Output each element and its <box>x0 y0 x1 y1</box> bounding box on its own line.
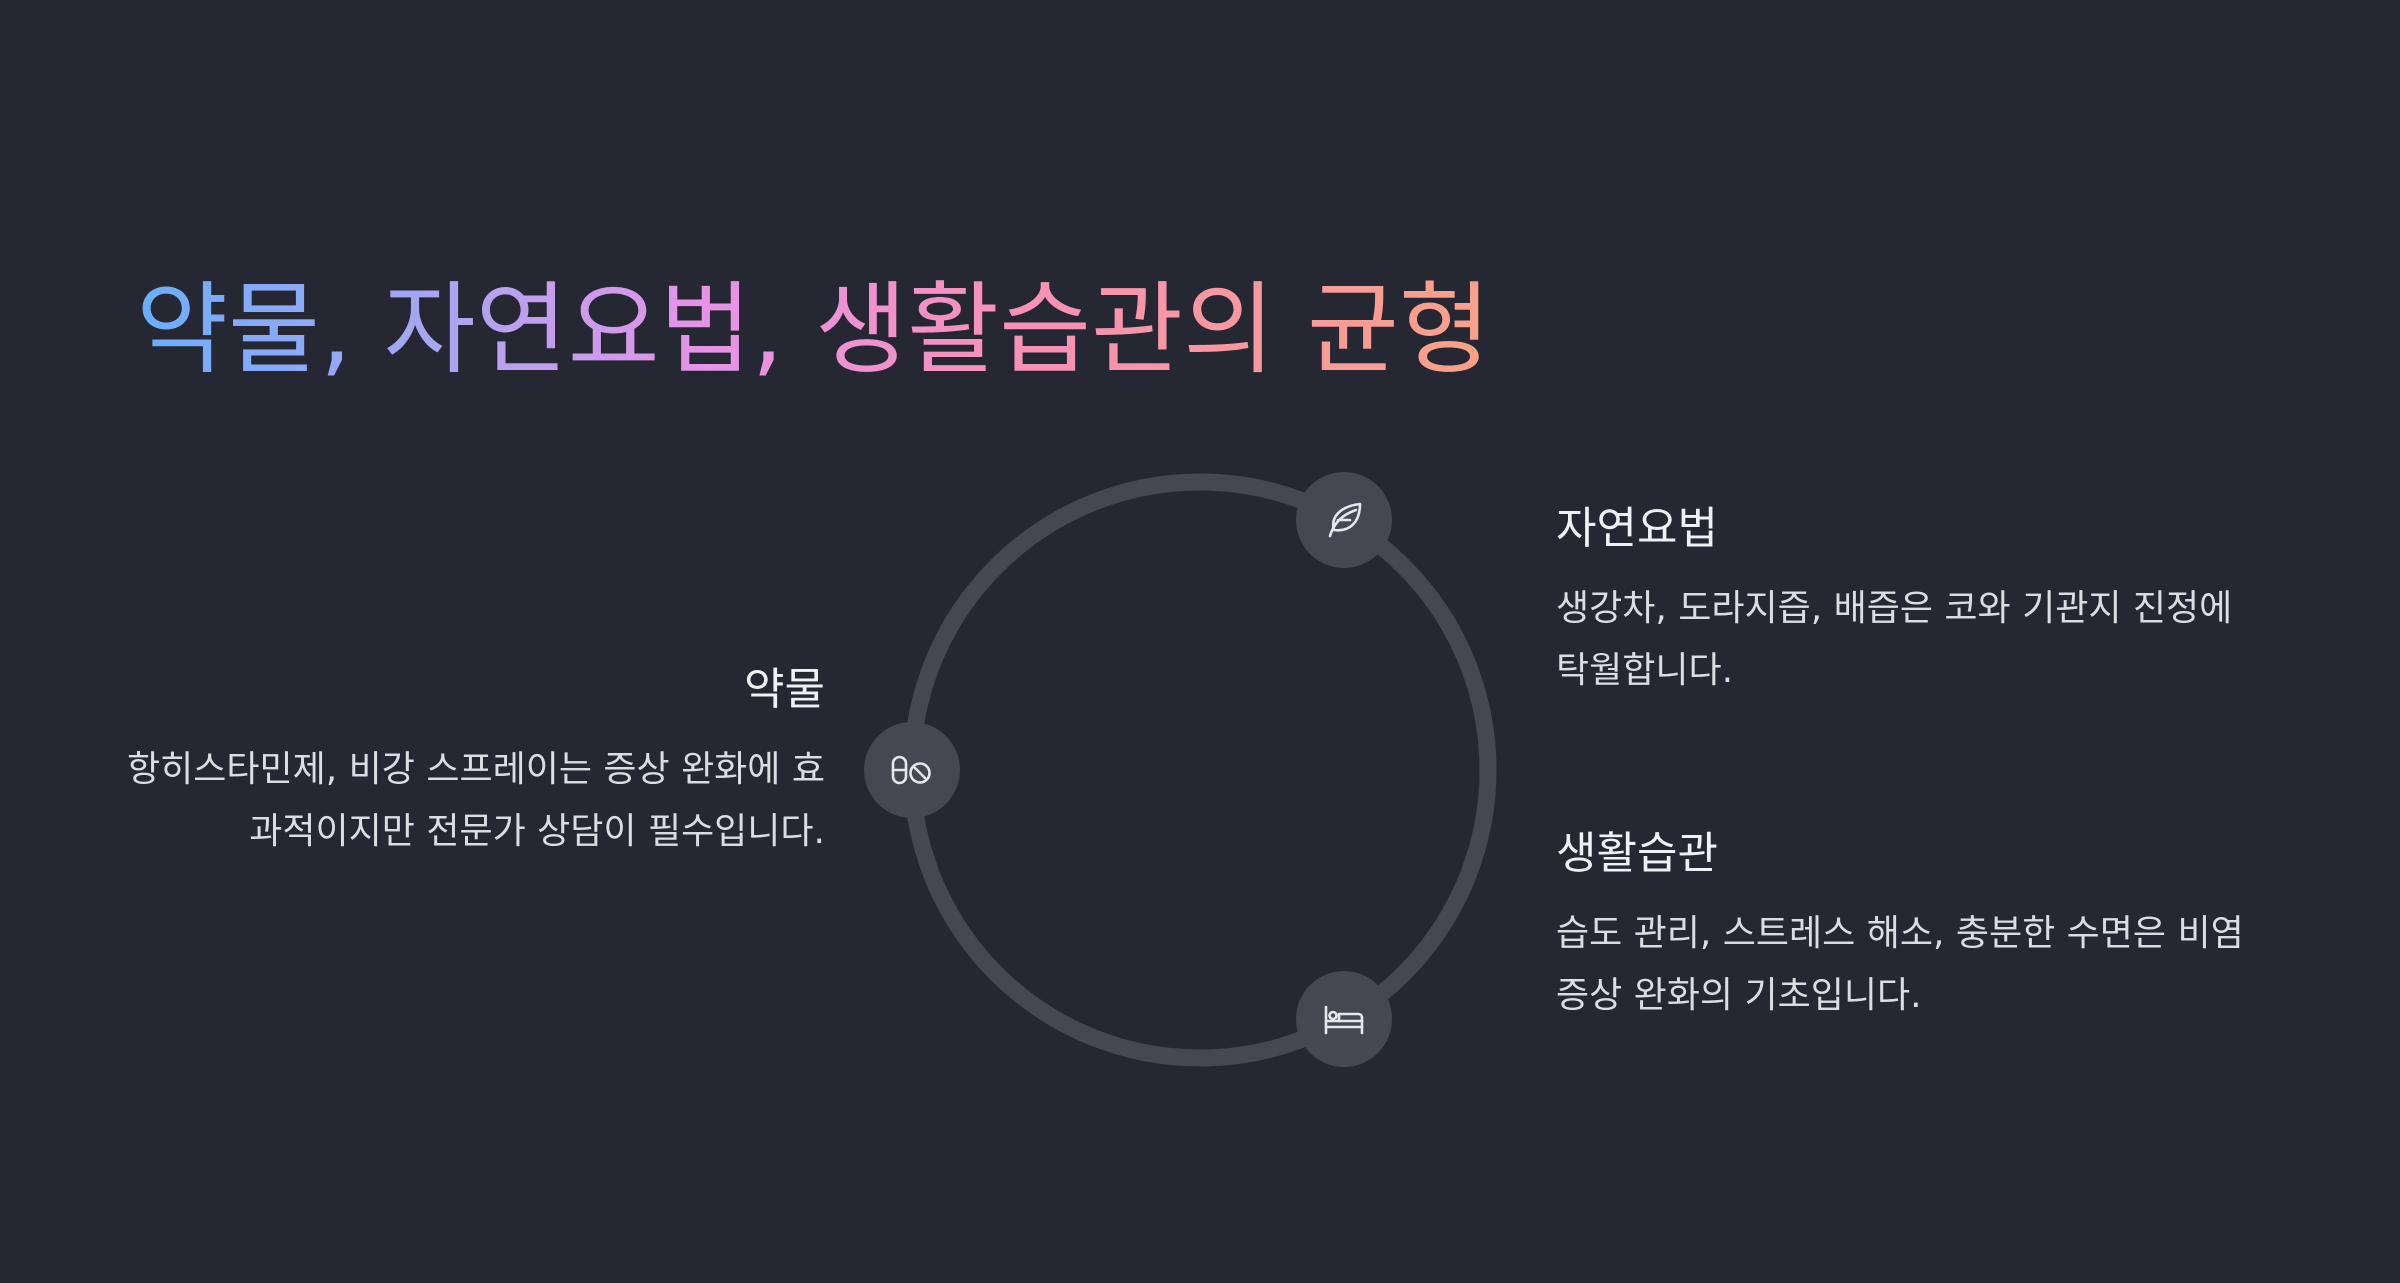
lifestyle-description: 습도 관리, 스트레스 해소, 충분한 수면은 비염 증상 완화의 기초입니다. <box>1556 912 2244 1016</box>
nature-heading: 자연요법 <box>1556 503 1718 554</box>
medicine-heading: 약물 <box>744 664 825 715</box>
page-title: 약물, 자연요법, 생활습관의 균형 <box>136 271 1491 388</box>
nature-node <box>1296 472 1392 568</box>
medicine-description: 항히스타민제, 비강 스프레이는 증상 완화에 효과적이지만 전문가 상담이 필… <box>127 748 825 852</box>
lifestyle-heading: 생활습관 <box>1556 828 1718 879</box>
pills-icon <box>888 746 936 794</box>
medicine-block: 약물 항히스타민제, 비강 스프레이는 증상 완화에 효과적이지만 전문가 상담… <box>110 664 825 863</box>
lifestyle-node <box>1296 971 1392 1067</box>
nature-description: 생강차, 도라지즙, 배즙은 코와 기관지 진정에 탁월합니다. <box>1556 587 2233 691</box>
leaf-icon <box>1320 496 1368 544</box>
medicine-node <box>864 722 960 818</box>
nature-block: 자연요법 생강차, 도라지즙, 배즙은 코와 기관지 진정에 탁월합니다. <box>1556 503 2276 702</box>
bed-icon <box>1320 995 1368 1043</box>
lifestyle-block: 생활습관 습도 관리, 스트레스 해소, 충분한 수면은 비염 증상 완화의 기… <box>1556 828 2276 1027</box>
